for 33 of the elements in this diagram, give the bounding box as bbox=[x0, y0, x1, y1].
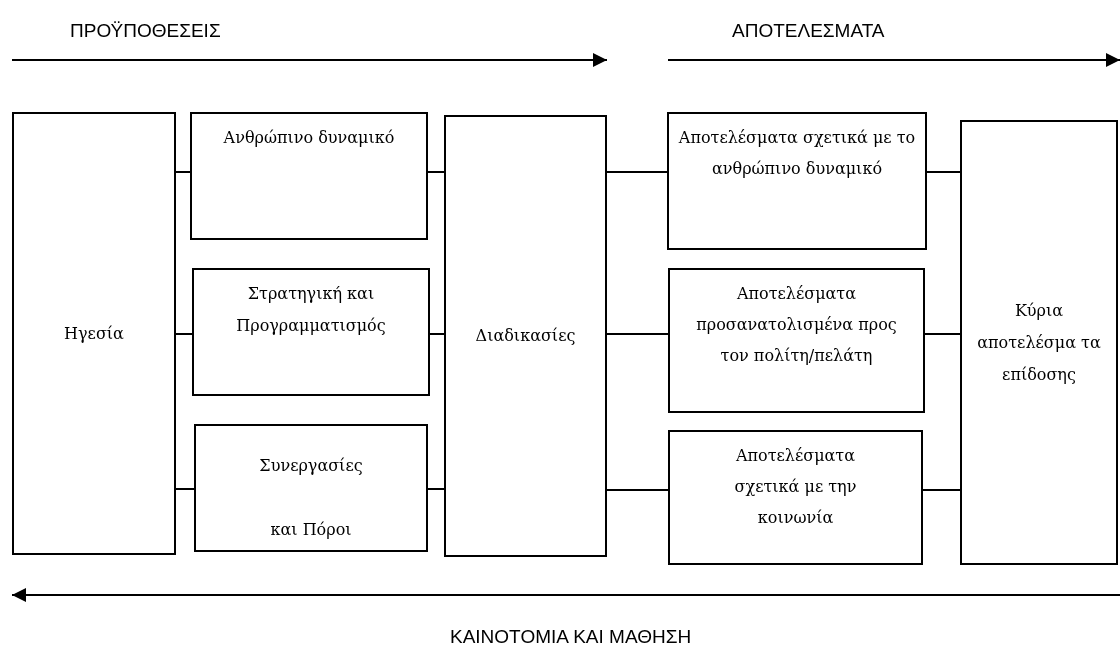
process-box bbox=[444, 115, 607, 557]
connector-line bbox=[606, 333, 669, 335]
process-box bbox=[960, 120, 1118, 565]
connector-line bbox=[175, 488, 195, 490]
connector-line bbox=[926, 171, 961, 173]
box-text: Στρατηγική και Προγραμματισμός bbox=[235, 283, 387, 337]
box-text: Αποτελέσματα προσανατολισμένα προς τον πολίτη/πελάτη bbox=[695, 283, 898, 367]
box-text: Ηγεσία bbox=[64, 322, 124, 345]
process-box bbox=[667, 112, 927, 250]
section-heading: ΑΠΟΤΕΛΕΣΜΑΤΑ bbox=[732, 20, 885, 42]
connector-line bbox=[175, 333, 193, 335]
process-box bbox=[668, 268, 925, 413]
box-text: Κύρια αποτελέσμα τα επίδοσης bbox=[976, 299, 1102, 386]
section-heading: ΚΑΙΝΟΤΟΜΙΑ ΚΑΙ ΜΑΘΗΣΗ bbox=[450, 626, 692, 648]
box-text: Ανθρώπινο δυναμικό bbox=[223, 127, 395, 149]
connector-line bbox=[427, 488, 445, 490]
process-box bbox=[192, 268, 430, 396]
connector-line bbox=[606, 489, 669, 491]
connector-line bbox=[175, 171, 191, 173]
process-box bbox=[190, 112, 428, 240]
connector-line bbox=[924, 333, 961, 335]
box-text: Αποτελέσματα σχετικά με το ανθρώπινο δυναμικό bbox=[677, 127, 917, 180]
box-text: Συνεργασίες και Πόροι bbox=[258, 455, 364, 541]
connector-line bbox=[427, 171, 445, 173]
connector-line bbox=[922, 489, 961, 491]
connector-line bbox=[429, 333, 445, 335]
process-box bbox=[194, 424, 428, 552]
box-text: Διαδικασίες bbox=[475, 325, 576, 347]
box-text: Αποτελέσματα σχετικά με την κοινωνία bbox=[733, 445, 858, 529]
process-box bbox=[12, 112, 176, 555]
connector-line bbox=[606, 171, 668, 173]
section-heading: ΠΡΟΫΠΟΘΕΣΕΙΣ bbox=[70, 20, 221, 42]
process-box bbox=[668, 430, 923, 565]
